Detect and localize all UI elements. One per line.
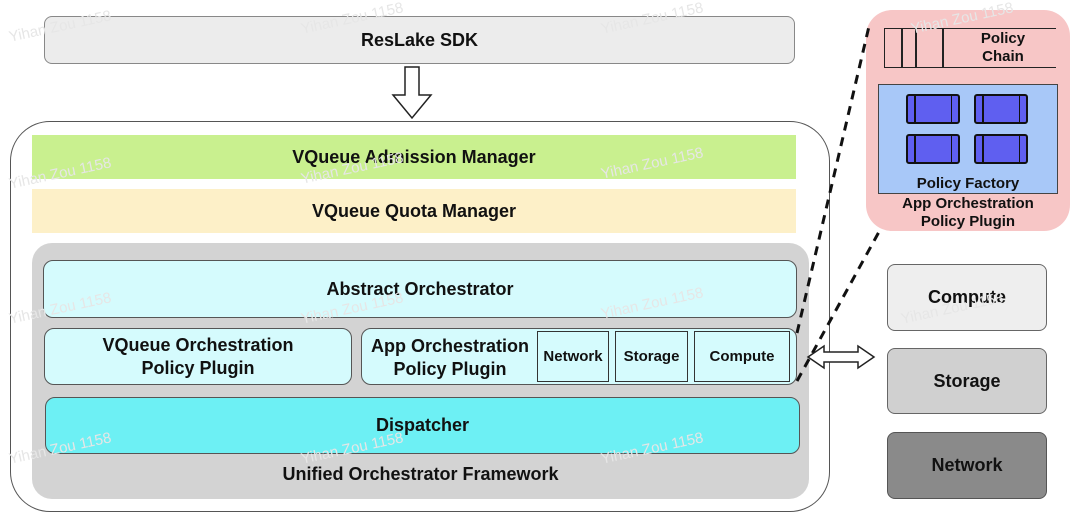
policy-chip-edge: [1018, 96, 1020, 122]
policy-chain-line1: Policy: [980, 30, 1026, 47]
sdk-label: ResLake SDK: [360, 29, 479, 50]
plugin-item-network-label: Network: [543, 348, 603, 365]
sdk-box: ResLake SDK: [44, 16, 795, 64]
policy-chain: Policy Chain: [884, 28, 1056, 68]
vqueue-policy-plugin-box: VQueue Orchestration Policy Plugin: [44, 328, 352, 385]
double-arrow-icon: [806, 344, 876, 370]
app-policy-plugin-title: App Orchestration Policy Plugin: [362, 329, 538, 386]
resource-storage-label: Storage: [933, 370, 1001, 391]
dispatcher-label: Dispatcher: [375, 415, 470, 435]
resource-network-label: Network: [931, 455, 1003, 475]
policy-chain-divider: [915, 29, 917, 67]
plugin-item-compute: Compute: [694, 331, 790, 382]
admission-manager-label: VQueue Admission Manager: [292, 146, 536, 167]
policy-chip-edge: [950, 96, 952, 122]
plugin-item-storage: Storage: [615, 331, 688, 382]
dashed-zoom-line: [795, 21, 872, 334]
policy-chip-edge: [914, 136, 916, 162]
detail-panel-caption-line1: App Orchestration: [902, 195, 1034, 212]
policy-chip-edge: [950, 136, 952, 162]
dashed-zoom-line: [795, 229, 882, 382]
resource-compute-box: Compute: [887, 264, 1047, 331]
policy-chip-edge: [982, 136, 984, 162]
plugin-item-storage-label: Storage: [623, 348, 680, 365]
policy-chain-line2: Chain: [982, 48, 1024, 65]
app-policy-plugin-line2: Policy Plugin: [393, 358, 507, 379]
abstract-orchestrator-label: Abstract Orchestrator: [326, 278, 514, 299]
plugin-item-compute-label: Compute: [709, 348, 775, 365]
policy-chip-edge: [914, 96, 916, 122]
policy-chip-edge: [1018, 136, 1020, 162]
admission-manager-box: VQueue Admission Manager: [32, 135, 796, 179]
policy-chain-divider: [942, 29, 944, 67]
plugin-item-network: Network: [537, 331, 609, 382]
unified-framework-label: Unified Orchestrator Framework: [282, 464, 559, 484]
policy-chain-divider: [901, 29, 903, 67]
resource-storage-box: Storage: [887, 348, 1047, 414]
detail-panel-caption-line2: Policy Plugin: [920, 213, 1016, 230]
abstract-orchestrator-box: Abstract Orchestrator: [43, 260, 797, 318]
quota-manager-label: VQueue Quota Manager: [311, 200, 517, 221]
dispatcher-box: Dispatcher: [45, 397, 800, 454]
quota-manager-box: VQueue Quota Manager: [32, 189, 796, 233]
resource-network-box: Network: [887, 432, 1047, 499]
policy-chip: [906, 134, 960, 164]
resource-compute-label: Compute: [928, 287, 1006, 307]
policy-chip: [906, 94, 960, 124]
vqueue-policy-plugin-line2: Policy Plugin: [141, 357, 255, 378]
app-policy-plugin-line1: App Orchestration: [370, 335, 530, 356]
policy-chain-label: Policy Chain: [951, 29, 1055, 67]
detail-panel-caption: App Orchestration Policy Plugin: [866, 195, 1070, 231]
down-arrow-icon: [391, 66, 433, 120]
vqueue-policy-plugin-line1: VQueue Orchestration: [102, 334, 294, 355]
policy-chip: [974, 134, 1028, 164]
policy-factory-label: Policy Factory: [916, 175, 1020, 192]
policy-chip-edge: [982, 96, 984, 122]
policy-chip: [974, 94, 1028, 124]
